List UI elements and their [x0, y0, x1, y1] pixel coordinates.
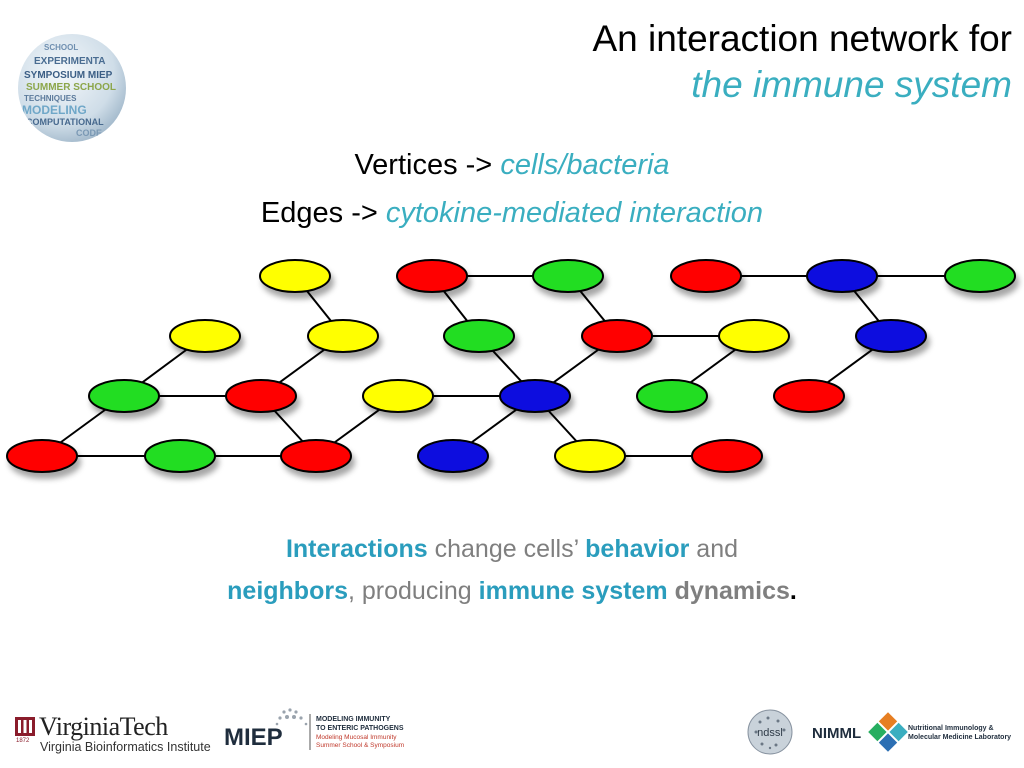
edges-prefix: Edges ->	[260, 197, 386, 229]
network-node-yellow	[554, 439, 626, 473]
network-node-red	[225, 379, 297, 413]
miep-line-2: TO ENTERIC PATHOGENS	[316, 725, 404, 732]
network-node-red	[280, 439, 352, 473]
network-node-yellow	[259, 259, 331, 293]
network-node-green	[88, 379, 160, 413]
caption-text: change cells’	[427, 535, 586, 563]
caption-comma: ,	[347, 577, 355, 605]
globe-word: SUMMER SCHOOL	[26, 82, 116, 93]
miep-line-3: Modeling Mucosal Immunity	[316, 734, 397, 741]
network-node-green	[443, 319, 515, 353]
network-node-red	[396, 259, 468, 293]
network-node-green	[532, 259, 604, 293]
caption-text: and	[689, 535, 739, 563]
vt-seal-icon: 1872	[15, 717, 35, 742]
caption-behavior: behavior	[585, 535, 690, 563]
vertices-line: Vertices -> cells/bacteria	[0, 141, 1024, 189]
vt-institute: Virginia Bioinformatics Institute	[40, 740, 211, 754]
network-node-red	[581, 319, 653, 353]
caption-dynamics: dynamics	[674, 577, 790, 605]
caption-period: .	[789, 577, 797, 605]
miep-dots-icon	[275, 708, 308, 726]
edges-line: Edges -> cytokine-mediated interaction	[0, 189, 1024, 237]
miep-logo: MIEP MODELING IMMUNITY TO ENTERIC PATHOG…	[224, 708, 404, 751]
globe-word: COMPUTATIONAL	[26, 117, 104, 127]
network-node-yellow	[307, 319, 379, 353]
globe-word: SYMPOSIUM MIEP	[24, 70, 113, 81]
vertices-value: cells/bacteria	[500, 149, 670, 181]
caption-line-2: neighbors, producing immune system dynam…	[0, 570, 1024, 612]
virginia-tech-logo: 1872 VirginiaTech Virginia Bioinformatic…	[14, 712, 211, 754]
globe-word: SCHOOL	[44, 43, 78, 52]
miep-name: MIEP	[224, 724, 283, 751]
globe-word: MODELING	[22, 103, 87, 117]
network-edges	[41, 275, 980, 457]
miep-line-4: Summer School & Symposium	[316, 742, 404, 749]
network-node-blue	[855, 319, 927, 353]
vertices-prefix: Vertices ->	[354, 149, 501, 181]
network-node-green	[636, 379, 708, 413]
nimml-diamond-icon	[868, 712, 908, 752]
slide-title: An interaction network for the immune sy…	[592, 16, 1012, 108]
network-node-green	[144, 439, 216, 473]
ndssl-name: ndssl	[757, 727, 783, 739]
title-line-1: An interaction network for	[592, 18, 1012, 59]
vt-name: VirginiaTech	[39, 712, 168, 741]
globe-word: CODE	[76, 128, 102, 138]
caption-interactions: Interactions	[285, 535, 428, 563]
miep-line-1: MODELING IMMUNITY	[316, 716, 391, 723]
caption-line-1: Interactions change cells’ behavior and	[0, 528, 1024, 570]
network-node-yellow	[362, 379, 434, 413]
subtitle: Vertices -> cells/bacteria Edges -> cyto…	[0, 141, 1024, 237]
summer-school-globe-logo: SCHOOL EXPERIMENTA SYMPOSIUM MIEP SUMMER…	[18, 34, 126, 142]
vt-year: 1872	[16, 738, 30, 742]
globe-word: TECHNIQUES	[24, 94, 77, 103]
nimml-line-1: Nutritional Immunology &	[908, 725, 994, 732]
network-node-blue	[499, 379, 571, 413]
interaction-network-diagram	[6, 259, 1016, 473]
network-node-red	[691, 439, 763, 473]
title-line-2: the immune system	[691, 64, 1012, 105]
caption: Interactions change cells’ behavior and …	[0, 528, 1024, 612]
network-node-red	[6, 439, 78, 473]
network-node-yellow	[718, 319, 790, 353]
network-node-green	[944, 259, 1016, 293]
nimml-line-2: Molecular Medicine Laboratory	[908, 734, 1011, 741]
network-node-yellow	[169, 319, 241, 353]
network-node-red	[670, 259, 742, 293]
globe-word: EXPERIMENTA	[34, 56, 106, 67]
nimml-logo: NIMML Nutritional Immunology & Molecular…	[812, 712, 1011, 752]
network-node-blue	[417, 439, 489, 473]
ndssl-logo: ndssl	[747, 709, 793, 755]
network-nodes	[6, 259, 1016, 473]
network-node-red	[773, 379, 845, 413]
caption-neighbors: neighbors	[227, 577, 348, 605]
nimml-name: NIMML	[812, 725, 861, 742]
caption-immune-system: immune system	[478, 577, 668, 605]
network-node-blue	[806, 259, 878, 293]
caption-space	[668, 577, 675, 605]
edges-value: cytokine-mediated interaction	[385, 197, 764, 229]
caption-text: producing	[354, 577, 479, 605]
